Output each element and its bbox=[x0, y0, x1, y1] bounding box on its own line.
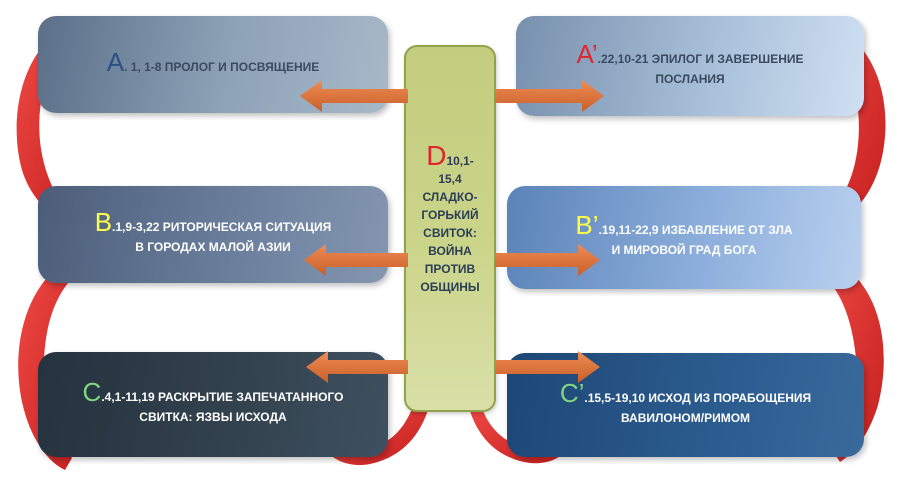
curve-b2-to-c2 bbox=[818, 258, 884, 462]
box-b-label: B.1,9-3,22 РИТОРИЧЕСКАЯ СИТУАЦИЯ В ГОРОД… bbox=[95, 209, 332, 257]
box-a2-epilogue: A’.22,10-21 ЭПИЛОГ И ЗАВЕРШЕНИЕ ПОСЛАНИЯ bbox=[516, 16, 864, 116]
center-d-letter: D bbox=[426, 140, 447, 171]
center-d-line-2: ГОРЬКИЙ bbox=[421, 208, 479, 222]
center-d-line-1: СЛАДКО- bbox=[422, 190, 478, 204]
arrow-d-to-c bbox=[306, 351, 408, 383]
arrow-d-to-b2 bbox=[495, 244, 600, 276]
arrow-d-to-b bbox=[304, 244, 408, 276]
box-a-letter: A bbox=[106, 47, 125, 77]
box-b-line1: .1,9-3,22 РИТОРИЧЕСКАЯ СИТУАЦИЯ bbox=[112, 220, 332, 234]
center-d-line-5: ПРОТИВ bbox=[424, 262, 476, 276]
box-b2-line1: .19,11-22,9 ИЗБАВЛЕНИЕ ОТ ЗЛА bbox=[598, 223, 793, 237]
box-c-letter: C bbox=[82, 377, 102, 407]
box-b-line2: В ГОРОДАХ МАЛОЙ АЗИИ bbox=[135, 240, 291, 254]
curve-a-to-b bbox=[16, 22, 88, 218]
arrow-d-to-a2 bbox=[495, 80, 604, 112]
box-c2-label: C’.15,5-19,10 ИСХОД ИЗ ПОРАБОЩЕНИЯ ВАВИЛ… bbox=[560, 380, 812, 428]
box-a2-label: A’.22,10-21 ЭПИЛОГ И ЗАВЕРШЕНИЕ ПОСЛАНИЯ bbox=[576, 41, 804, 89]
center-d-ref2: 15,4 bbox=[438, 172, 462, 186]
box-a2-line2: ПОСЛАНИЯ bbox=[655, 71, 725, 86]
box-c2-letter: C’ bbox=[559, 377, 585, 408]
box-c2-line2: ВАВИЛОНОМ/РИМОМ bbox=[620, 410, 751, 425]
arrow-d-to-a bbox=[300, 80, 408, 112]
box-c2-line1: .15,5-19,10 ИСХОД ИЗ ПОРАБОЩЕНИЯ bbox=[584, 390, 812, 405]
arrow-d-to-c2 bbox=[495, 351, 600, 383]
center-d-line-4: ВОЙНА bbox=[428, 244, 472, 258]
box-c-label: C.4,1-11,19 РАСКРЫТИЕ ЗАПЕЧАТАННОГО СВИТ… bbox=[83, 379, 344, 427]
box-c-line2: СВИТКА: ЯЗВЫ ИСХОДА bbox=[139, 410, 287, 424]
box-b2-label: B’.19,11-22,9 ИЗБАВЛЕНИЕ ОТ ЗЛА И МИРОВО… bbox=[575, 212, 793, 260]
box-b2-line2: И МИРОВОЙ ГРАД БОГА bbox=[611, 243, 757, 257]
center-d-line-3: СВИТОК: bbox=[423, 226, 477, 240]
curve-a2-to-b2 bbox=[814, 22, 886, 218]
box-a2-line1: .22,10-21 ЭПИЛОГ И ЗАВЕРШЕНИЕ bbox=[597, 51, 804, 66]
center-d-line-6: ОБЩИНЫ bbox=[420, 280, 480, 294]
box-b-letter: B bbox=[94, 207, 113, 237]
box-a-text: . 1, 1-8 ПРОЛОГ И ПОСВЯЩЕНИЕ bbox=[124, 60, 320, 74]
curve-b-to-c bbox=[18, 258, 84, 470]
center-box-d-label: D10,1- 15,4 СЛАДКО- ГОРЬКИЙ СВИТОК: ВОЙН… bbox=[406, 142, 494, 296]
box-a2-letter: A’ bbox=[576, 38, 598, 69]
center-box-d: D10,1- 15,4 СЛАДКО- ГОРЬКИЙ СВИТОК: ВОЙН… bbox=[404, 45, 496, 412]
box-c-line1: .4,1-11,19 РАСКРЫТИЕ ЗАПЕЧАТАННОГО bbox=[101, 390, 344, 404]
center-d-ref1: 10,1- bbox=[446, 154, 474, 168]
box-a-label: A. 1, 1-8 ПРОЛОГ И ПОСВЯЩЕНИЕ bbox=[107, 49, 320, 77]
box-b2-letter: B’ bbox=[575, 210, 599, 240]
box-b2-deliverance: B’.19,11-22,9 ИЗБАВЛЕНИЕ ОТ ЗЛА И МИРОВО… bbox=[507, 186, 861, 289]
